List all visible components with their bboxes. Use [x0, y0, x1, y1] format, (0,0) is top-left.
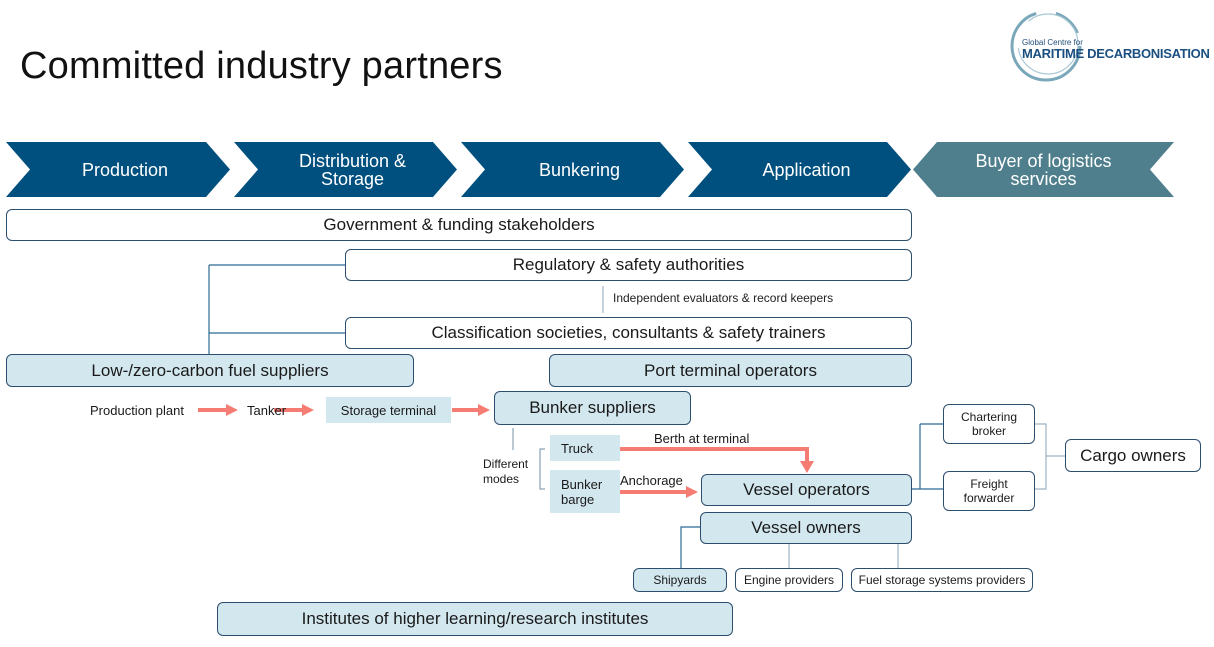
fuel-suppliers-box: Low-/zero-carbon fuel suppliers [6, 354, 414, 387]
classification-societies-box: Classification societies, consultants & … [345, 317, 912, 349]
stage-label: Production [81, 159, 169, 180]
cargo-owners-box: Cargo owners [1065, 439, 1201, 472]
production-plant-label: Production plant [90, 403, 184, 418]
vessel-owners-box: Vessel owners [700, 512, 912, 544]
stage-label: Buyer of logistics services [975, 150, 1112, 189]
freight-forwarder-box: Freight forwarder [943, 471, 1035, 511]
operators-intermediary-connector [911, 423, 943, 490]
government-stakeholders-box: Government & funding stakeholders [6, 209, 912, 241]
intermediary-cargo-connector [1035, 423, 1065, 490]
engine-providers-box: Engine providers [735, 568, 843, 592]
truck-box: Truck [550, 435, 620, 461]
logo-ring-icon [1010, 10, 1082, 82]
tanker-label: Tanker [247, 403, 287, 418]
flow-arrows [198, 404, 814, 498]
fuel-storage-providers-box: Fuel storage systems providers [851, 568, 1033, 592]
stage-buyer-logistics: Buyer of logistics services [913, 142, 1174, 197]
stage-chevron-production [6, 142, 230, 197]
chartering-broker-box: Chartering broker [943, 404, 1035, 444]
port-terminal-operators-box: Port terminal operators [549, 354, 912, 387]
chartering-broker-label: Chartering broker [960, 410, 1018, 438]
stage-chevron-bunkering [461, 142, 684, 197]
gcmd-logo: Global Centre for MARITIME DECARBONISATI… [1006, 6, 1212, 86]
different-modes-label: Different modes [483, 457, 529, 486]
freight-forwarder-label: Freight forwarder [963, 477, 1015, 505]
stage-chevron-buyer [913, 142, 1174, 197]
stage-chevron-distribution [234, 142, 457, 197]
stage-bunkering: Bunkering [461, 142, 684, 197]
institutes-box: Institutes of higher learning/research i… [217, 602, 733, 636]
stage-chevron-application [688, 142, 911, 197]
fuel-supplier-connector [208, 264, 346, 354]
bunker-barge-box: Bunker barge [550, 470, 620, 513]
owners-shipyards-connector [680, 526, 700, 570]
logo-line2: MARITIME DECARBONISATION [1022, 46, 1210, 61]
stage-label: Bunkering [538, 159, 621, 180]
stage-label: Distribution & Storage [298, 150, 407, 189]
regulatory-authorities-box: Regulatory & safety authorities [345, 249, 912, 281]
storage-terminal-box: Storage terminal [326, 397, 451, 423]
bunker-suppliers-box: Bunker suppliers [494, 391, 691, 425]
stage-production: Production [6, 142, 230, 197]
anchorage-label: Anchorage [620, 473, 683, 488]
shipyards-box: Shipyards [633, 568, 727, 592]
stage-label: Application [762, 159, 851, 180]
vessel-operators-box: Vessel operators [701, 474, 912, 506]
evaluators-label: Independent evaluators & record keepers [613, 291, 834, 305]
stage-distribution-storage: Distribution & Storage [234, 142, 457, 197]
stage-application: Application [688, 142, 911, 197]
page-title: Committed industry partners [20, 45, 503, 87]
modes-bracket [539, 448, 545, 490]
logo-line1: Global Centre for [1022, 38, 1083, 47]
berth-at-terminal-label: Berth at terminal [654, 431, 750, 446]
